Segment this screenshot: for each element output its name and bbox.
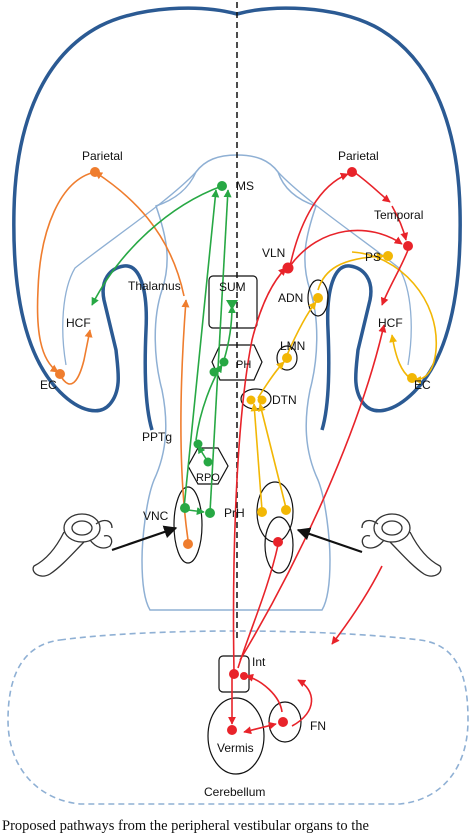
red-path-prh-int [237,544,279,669]
left-ear-arrow [111,525,178,552]
adn-outline [307,279,329,317]
right-ear-arrow [296,527,363,554]
label-ec-left: EC [40,378,57,392]
node-vnc-orange [183,539,193,549]
node-ps [383,251,393,261]
inner-hemisphere-right [277,171,412,366]
green-path-vnc-ms-2 [209,189,232,513]
label-vermis: Vermis [217,741,254,755]
red-path-vln-parietal [289,172,349,267]
node-ec-left [55,369,65,379]
node-ms [217,181,227,191]
red-path-temporal-ps [391,205,409,241]
lmn-outline [276,345,298,371]
node-vnc-green-1 [180,503,190,513]
label-prh: PrH [224,506,245,520]
node-int-right [240,672,248,680]
node-rpo [203,457,213,467]
green-path-ph-sum [223,305,236,361]
node-sum [226,300,238,310]
red-path-vermis-fn [243,721,277,735]
red-path-ear-cerebellum [331,565,383,645]
yellow-path-ps-ec [351,251,437,384]
node-ec-right [407,373,417,383]
yellow-path-adn-ps [317,252,385,291]
label-ec-right: EC [414,378,431,392]
orange-path-parietal-thalamus [94,171,185,297]
vermis-outline [207,697,265,775]
label-sum: SUM [219,280,246,294]
cerebellum-outline [7,630,469,805]
node-fn [278,717,288,727]
node-parietal-left [90,167,100,177]
yellow-path-ec-hcf [389,334,411,379]
node-ph-2 [209,367,219,377]
label-vnc: VNC [143,509,169,523]
red-path-cerebellum-ear [291,679,313,727]
yellow-path-dtn-lmn [257,361,285,399]
node-pptg [193,439,203,449]
node-dtn-2 [257,395,267,405]
label-thalamus: Thalamus [128,279,181,293]
node-vermis [227,725,237,735]
green-path-pptg-ph [195,364,223,441]
red-path-parietal-temporal [353,171,391,203]
node-lmn [282,353,292,363]
label-dtn: DTN [272,393,297,407]
node-temporal [403,241,413,251]
node-prh-yellow-2 [281,505,291,515]
dtn-outline [240,388,272,410]
label-pptg: PPTg [142,430,172,444]
cortex-outline-right [236,6,462,431]
label-adn: ADN [278,291,303,305]
label-int: Int [252,655,266,669]
inner-hemisphere-left [62,171,197,366]
node-adn [313,293,323,303]
red-path-int-hcf [239,324,387,661]
label-ps: PS [365,250,381,264]
node-prh-yellow-1 [257,507,267,517]
figure-caption: Proposed pathways from the peripheral ve… [2,818,369,834]
orange-path-ec-hcf [61,329,93,385]
node-int [229,669,239,679]
green-path-vnc-prh [187,507,205,516]
orange-path-parietal-ec [36,171,96,373]
label-lmn: LMN [280,339,305,353]
node-ph-1 [219,357,229,367]
label-vln: VLN [262,246,285,260]
node-prh-green [205,508,215,518]
label-hcf-right: HCF [378,316,403,330]
sum-box [208,275,258,329]
label-ms: MS [236,179,254,193]
node-prh-red [273,537,283,547]
red-path-int-vln [232,267,287,673]
prh-red-outline [264,516,294,574]
green-path-ms-hcf [91,185,223,306]
node-parietal-right [347,167,357,177]
label-rpo: RPO [196,472,220,484]
red-path-fn-int [245,673,283,713]
red-path-temporal-hcf [380,249,409,306]
label-ph: PH [236,359,251,371]
red-path-vln-temporal [289,229,403,267]
brainstem-outline [141,154,331,611]
label-hcf-left: HCF [66,316,91,330]
label-temporal: Temporal [374,208,423,222]
yellow-path-prh-dtn-1 [250,403,263,511]
node-vln [282,262,294,274]
vnc-outline [173,486,203,564]
label-fn: FN [310,719,326,733]
label-cerebellum: Cerebellum [204,785,265,799]
yellow-path-lmn-adn [286,301,317,356]
ph-outline [211,344,263,381]
yellow-path-prh-dtn-2 [257,403,287,509]
cortex-outline [12,6,238,431]
node-dtn-1 [246,395,256,405]
inner-ear-left-icon [32,513,113,577]
green-path-vnc-ms-1 [183,189,220,509]
label-parietal-right: Parietal [338,149,379,163]
label-parietal-left: Parietal [82,149,123,163]
inner-ear-right-icon [361,513,442,577]
